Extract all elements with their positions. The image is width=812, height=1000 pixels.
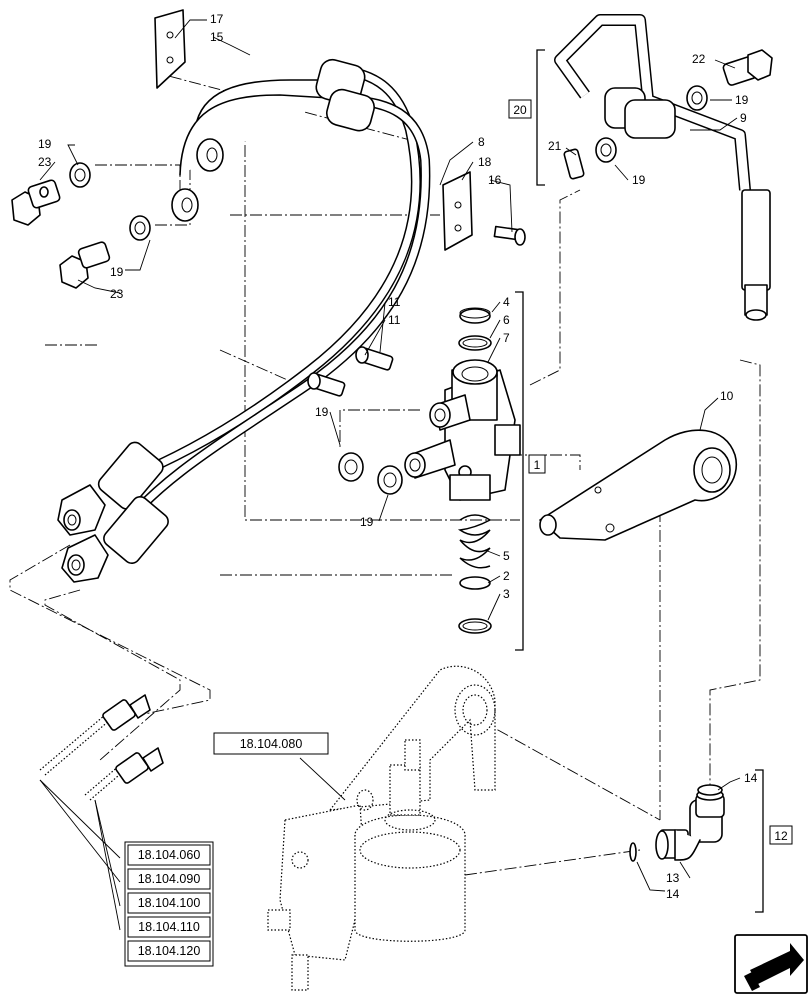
hoses [57,58,431,583]
reference-item[interactable]: 18.104.120 [127,940,211,962]
reference-leaders [39,757,346,931]
callout-19-left-upper: 19 [38,137,52,151]
seals-and-spring [457,307,492,634]
callout-23-lower: 23 [110,287,124,301]
callout-6: 6 [503,313,510,327]
callout-9: 9 [740,111,747,125]
banjo-bolts [11,162,151,289]
reference-item-label[interactable]: 18.104.090 [138,872,201,886]
callout-21: 21 [548,139,562,153]
callout-10: 10 [720,389,734,403]
callout-19-pin: 19 [632,173,646,187]
callout-19-left-lower: 19 [110,265,124,279]
callout-19-lower: 19 [360,515,374,529]
callout-3: 3 [503,587,510,601]
callout-13: 13 [666,871,680,885]
callout-7: 7 [503,331,510,345]
callout-11-upper: 11 [388,295,401,309]
bolts-11 [307,346,403,495]
tube-assembly-20 [554,14,773,321]
callout-16: 16 [488,173,502,187]
group-label-1: 1 [534,458,541,472]
reference-item-label[interactable]: 18.104.110 [138,920,200,934]
callout-4: 4 [503,295,510,309]
lever-10 [539,429,738,541]
callout-15: 15 [210,30,224,44]
valve-body [404,359,521,501]
callout-18: 18 [478,155,492,169]
reference-list: 18.104.060 18.104.090 18.104.100 18.104.… [124,841,214,967]
callout-leaders [39,19,741,892]
reference-item-label[interactable]: 18.104.060 [138,848,201,862]
callout-5: 5 [503,549,510,563]
reference-item[interactable]: 18.104.090 [127,868,211,890]
callout-14-upper: 14 [744,771,758,785]
group-bracket-1: 1 [515,291,546,651]
reference-main-label[interactable]: 18.104.080 [240,737,303,751]
callout-17: 17 [210,12,224,26]
elbow-fitting-13 [629,784,725,862]
callout-labels: 17 15 8 18 16 19 23 19 23 22 19 9 21 19 … [38,12,758,901]
small-fittings [39,694,164,801]
callout-11-lower: 11 [388,313,401,327]
callout-8: 8 [478,135,485,149]
callout-22: 22 [692,52,706,66]
bracket-17 [154,9,186,89]
callout-14-lower: 14 [666,887,680,901]
dotted-hitch-assembly [267,665,496,991]
callout-19-top-right: 19 [735,93,749,107]
group-label-20: 20 [513,103,527,117]
reference-item[interactable]: 18.104.110 [127,916,211,938]
reference-box-main[interactable]: 18.104.080 [213,732,329,755]
bracket-18 [442,171,526,251]
reference-item-label[interactable]: 18.104.120 [138,944,201,958]
reference-item[interactable]: 18.104.060 [127,844,211,866]
group-label-12: 12 [774,829,788,843]
callout-2: 2 [503,569,510,583]
next-page-arrow-icon[interactable] [734,934,808,994]
reference-item[interactable]: 18.104.100 [127,892,211,914]
group-bracket-20: 20 [508,49,545,186]
group-bracket-12: 12 [755,769,793,913]
callout-19-middle: 19 [315,405,329,419]
callout-23-upper: 23 [38,155,52,169]
reference-item-label[interactable]: 18.104.100 [138,896,201,910]
